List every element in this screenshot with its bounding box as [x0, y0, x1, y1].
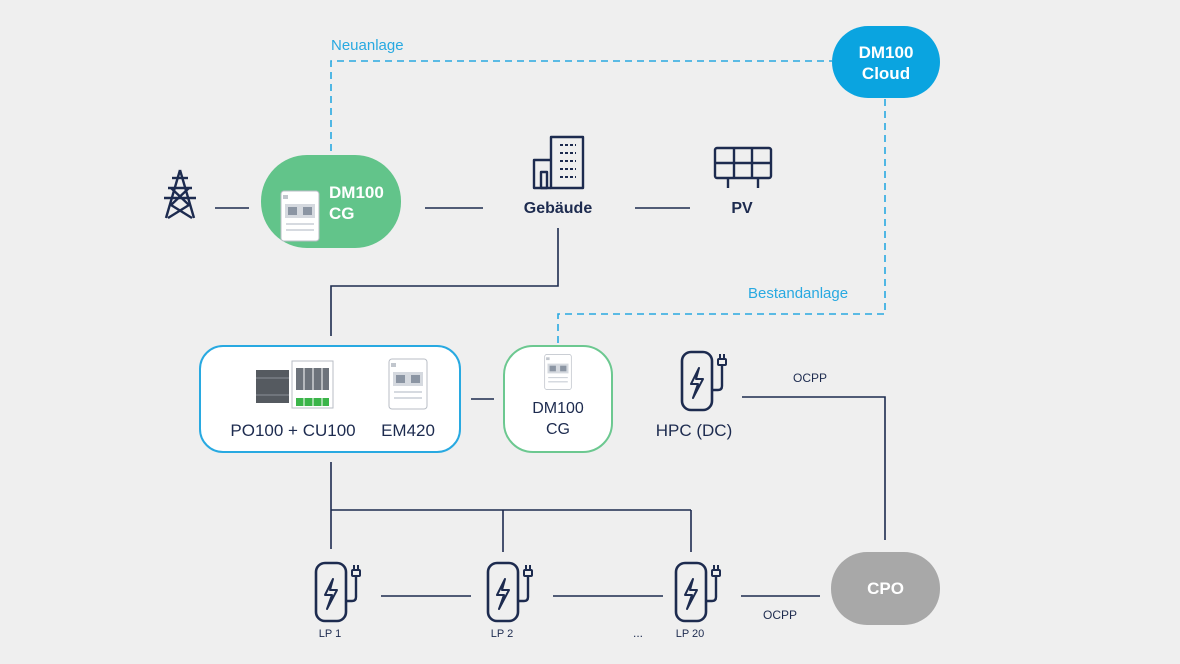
dm100-cg-new-line1: DM100	[329, 183, 384, 202]
lp20-label: LP 20	[675, 628, 705, 640]
bestandanlage-dashed-link	[557, 99, 886, 345]
neuanlage-label: Neuanlage	[331, 37, 404, 54]
dm100-cg-existing-label: DM100 CG	[532, 398, 584, 440]
dm100-bottom-device-icon	[544, 353, 572, 391]
po100-cu100-label: PO100 + CU100	[230, 421, 356, 440]
lp20-charger-icon	[674, 561, 722, 623]
lp1-label: LP 1	[318, 628, 342, 640]
dm100-device-icon	[280, 190, 320, 242]
hpc-label: HPC (DC)	[655, 421, 733, 440]
pv-label: PV	[731, 200, 753, 217]
building-label: Gebäude	[523, 200, 593, 217]
neuanlage-dashed-link	[330, 60, 832, 151]
ocpp-top-label: OCPP	[793, 371, 828, 385]
solar-panel-icon	[713, 146, 773, 188]
cpo-node: CPO	[831, 552, 940, 625]
ocpp-bottom-label: OCPP	[763, 608, 798, 622]
lp2-charger-icon	[486, 561, 534, 623]
dm100-cloud-line1: DM100	[858, 43, 914, 62]
power-pylon-icon	[164, 169, 196, 220]
dm100-cg-existing-line1: DM100	[532, 400, 584, 417]
dm100-cloud-line2: Cloud	[861, 64, 911, 83]
lp2-label: LP 2	[490, 628, 514, 640]
dm100-cloud-node: DM100 Cloud	[832, 26, 940, 98]
bestandanlage-label: Bestandanlage	[748, 285, 849, 302]
building-to-controller-line	[330, 228, 559, 336]
hpc-charger-icon	[680, 350, 728, 412]
hpc-to-cpo-line	[742, 396, 886, 540]
dm100-cg-new-label: DM100 CG	[329, 182, 384, 224]
po100-cu100-device-icon	[256, 360, 334, 409]
cpo-label: CPO	[867, 579, 904, 598]
em420-label: EM420	[381, 421, 435, 440]
lp1-charger-icon	[314, 561, 362, 623]
em420-device-icon	[388, 358, 428, 410]
chargers-ellipsis: ...	[632, 626, 644, 640]
building-icon	[532, 135, 585, 190]
dm100-cg-new-line2: CG	[329, 204, 355, 223]
dm100-cg-existing-line2: CG	[545, 421, 570, 438]
